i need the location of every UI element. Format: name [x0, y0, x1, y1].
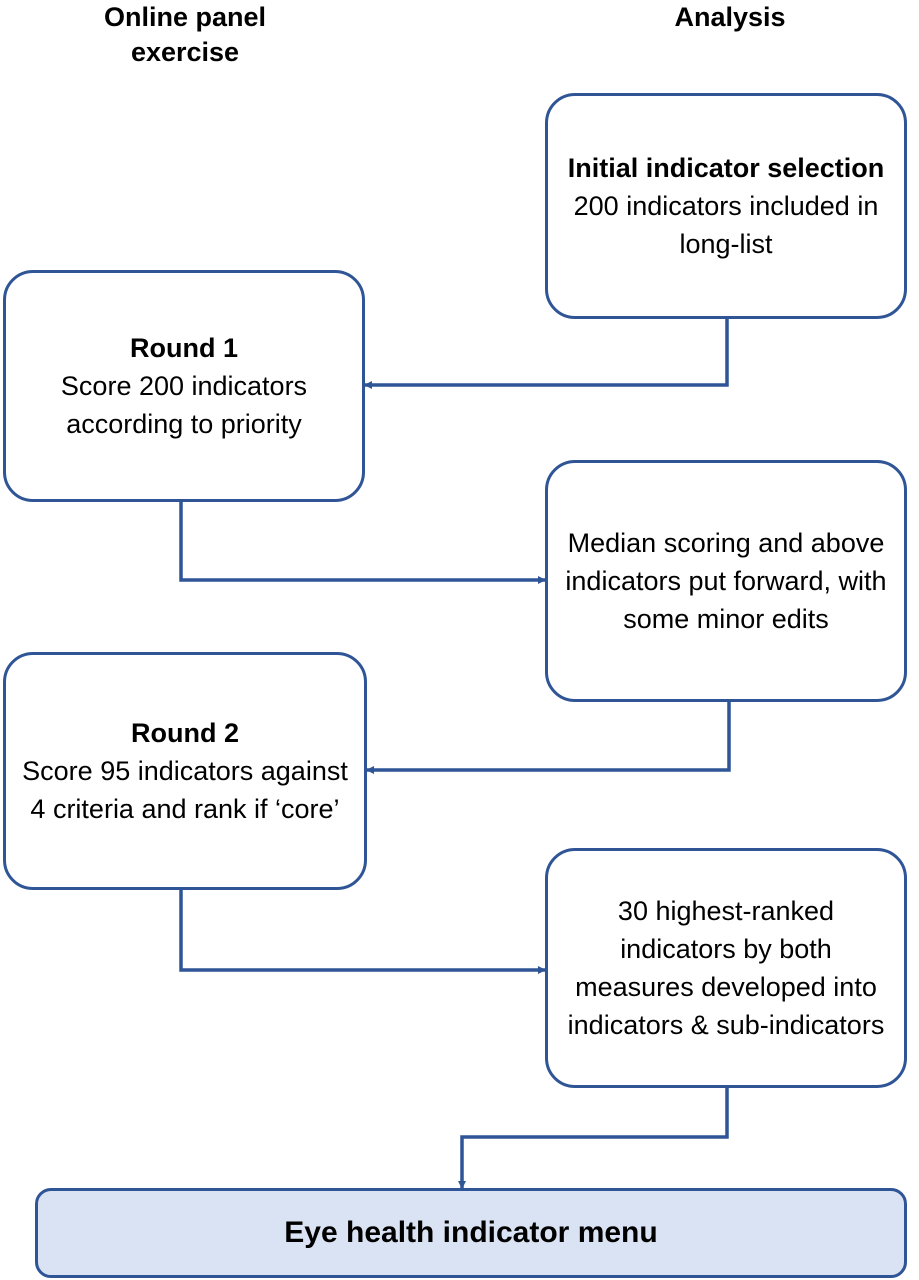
- arrow-median-to-round2: [366, 700, 731, 774]
- box-highest-ranked: 30 highest-ranked indicators by both mea…: [545, 848, 907, 1088]
- final-title: Eye health indicator menu: [284, 1216, 658, 1249]
- box-body: Score 95 indicators against 4 criteria a…: [22, 756, 348, 824]
- box-eye-health-indicator-menu: Eye health indicator menu: [35, 1188, 907, 1278]
- header-online-panel: Online panel exercise: [103, 2, 267, 67]
- arrow-highest-to-final: [458, 1088, 729, 1189]
- box-body: 30 highest-ranked indicators by both mea…: [567, 896, 885, 1040]
- arrow-round1-to-median: [179, 502, 546, 584]
- arrow-round2-to-highest: [179, 889, 546, 974]
- box-body: Score 200 indicators according to priori…: [60, 371, 308, 439]
- box-round-2: Round 2 Score 95 indicators against 4 cr…: [3, 652, 367, 890]
- box-title: Round 2: [131, 718, 239, 748]
- box-title: Initial indicator selection: [567, 153, 885, 183]
- box-title: Round 1: [130, 333, 238, 363]
- box-median-scoring: Median scoring and above indicators put …: [545, 460, 907, 702]
- box-body: Median scoring and above indicators put …: [565, 528, 887, 634]
- header-analysis: Analysis: [674, 2, 786, 32]
- box-round-1: Round 1 Score 200 indicators according t…: [3, 270, 365, 502]
- box-body: 200 indicators included in long-list: [573, 191, 879, 259]
- arrow-initial-to-round1: [364, 318, 729, 389]
- box-initial-indicator-selection: Initial indicator selection 200 indicato…: [545, 93, 907, 319]
